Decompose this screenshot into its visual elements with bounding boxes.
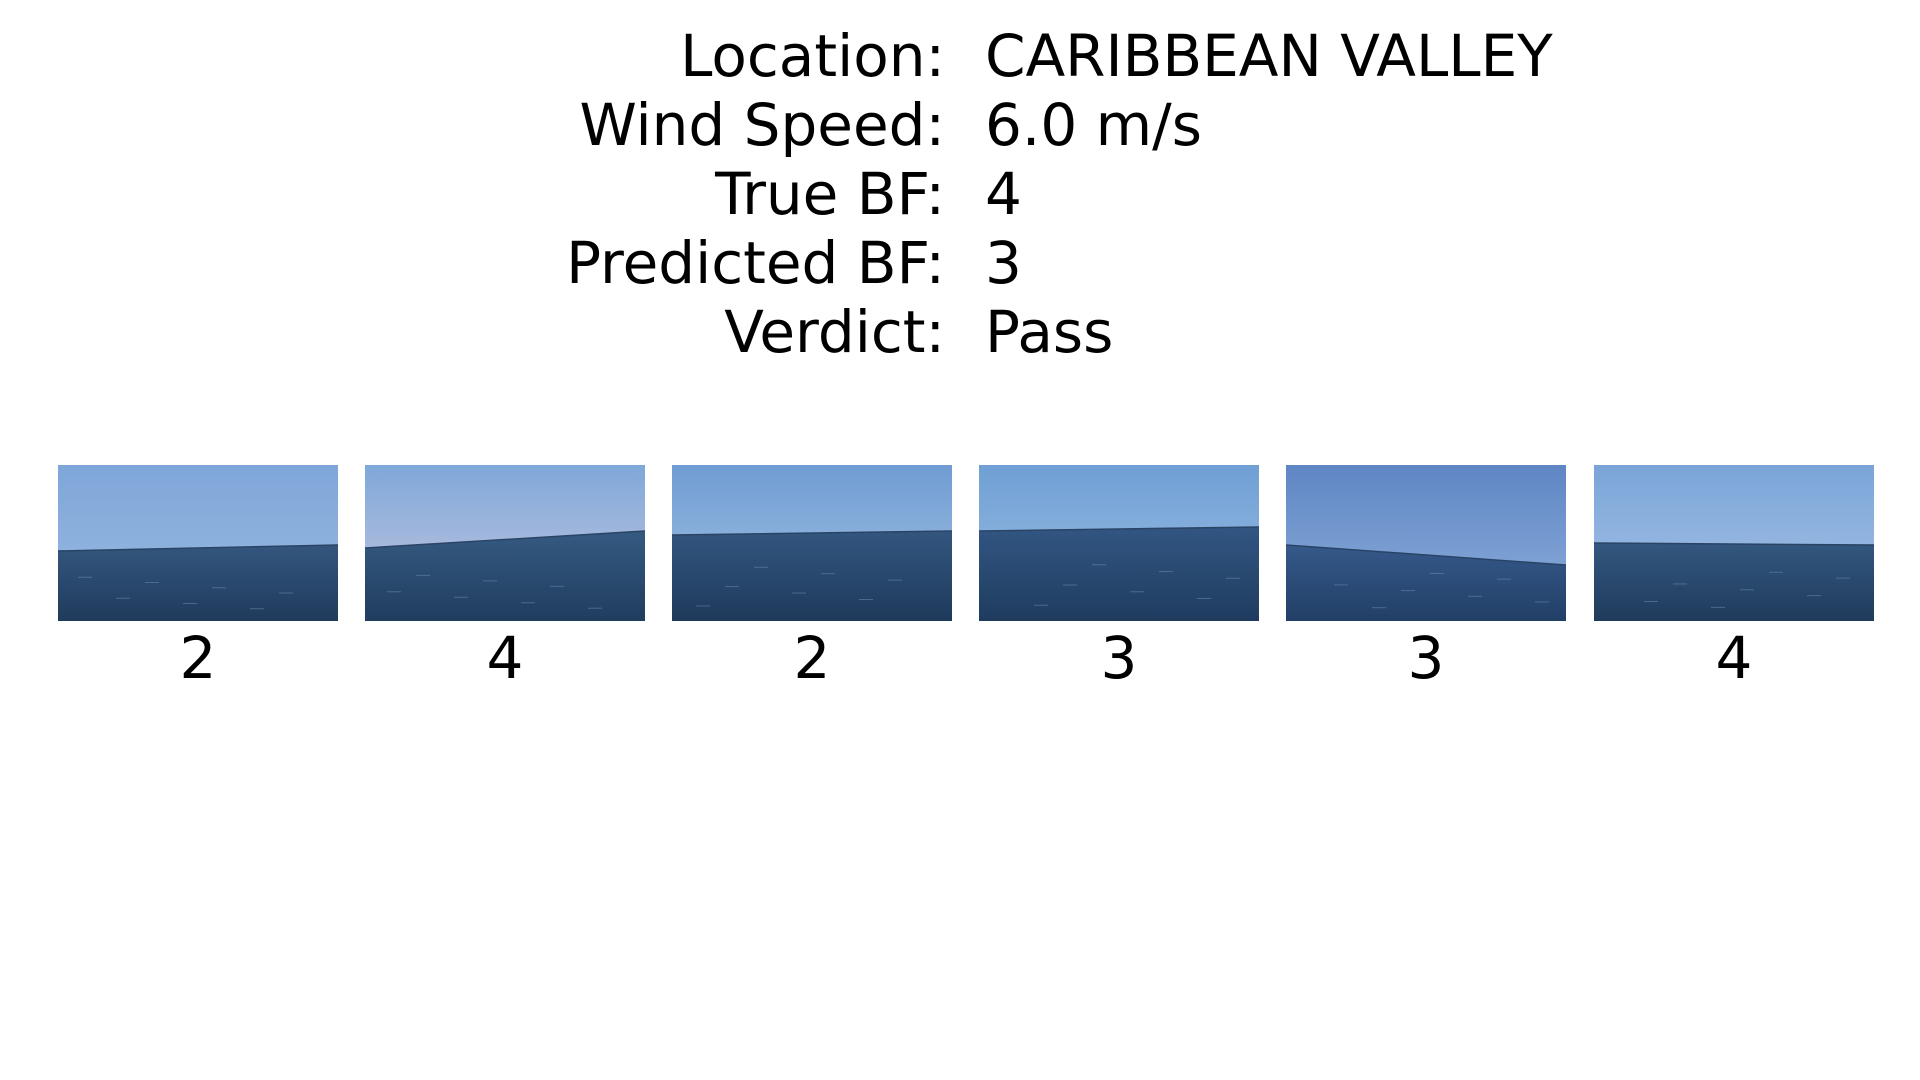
info-row-verdict: Verdict: Pass — [0, 298, 1920, 367]
water — [1594, 543, 1874, 621]
water — [979, 527, 1259, 621]
info-row-predicted-bf: Predicted BF: 3 — [0, 229, 1920, 298]
wind-speed-label: Wind Speed: — [579, 91, 945, 159]
horizon-line — [1594, 542, 1874, 546]
frame-4-label: 3 — [1100, 624, 1138, 692]
frame-6-label: 4 — [1715, 624, 1753, 692]
frame-4: 3 — [979, 465, 1259, 693]
frame-6: 4 — [1594, 465, 1874, 693]
sea-image-1 — [58, 465, 338, 621]
predicted-bf-value: 3 — [985, 229, 1022, 297]
horizon-line — [1286, 544, 1566, 566]
horizon-line — [979, 526, 1259, 532]
info-row-location: Location: CARIBBEAN VALLEY — [0, 22, 1920, 91]
predicted-bf-label: Predicted BF: — [566, 229, 945, 297]
frame-3-label: 2 — [793, 624, 831, 692]
frame-strip: 2 4 2 3 3 4 — [58, 465, 1874, 695]
sea-image-4 — [979, 465, 1259, 621]
horizon-line — [365, 530, 645, 549]
info-row-wind-speed: Wind Speed: 6.0 m/s — [0, 91, 1920, 160]
frame-5-label: 3 — [1407, 624, 1445, 692]
frame-5: 3 — [1286, 465, 1566, 693]
verdict-label: Verdict: — [724, 298, 945, 366]
water — [58, 545, 338, 621]
water — [672, 531, 952, 621]
sea-image-3 — [672, 465, 952, 621]
frame-2: 4 — [365, 465, 645, 693]
wind-speed-value: 6.0 m/s — [985, 91, 1202, 159]
info-panel: Location: CARIBBEAN VALLEY Wind Speed: 6… — [0, 22, 1920, 367]
frame-2-label: 4 — [486, 624, 524, 692]
horizon-line — [672, 530, 952, 536]
info-row-true-bf: True BF: 4 — [0, 160, 1920, 229]
true-bf-value: 4 — [985, 160, 1022, 228]
frame-1: 2 — [58, 465, 338, 693]
true-bf-label: True BF: — [715, 160, 945, 228]
water — [365, 531, 645, 621]
sea-image-2 — [365, 465, 645, 621]
location-value: CARIBBEAN VALLEY — [985, 22, 1553, 90]
verdict-value: Pass — [985, 298, 1114, 366]
frame-3: 2 — [672, 465, 952, 693]
sea-image-5 — [1286, 465, 1566, 621]
frame-1-label: 2 — [179, 624, 217, 692]
location-label: Location: — [680, 22, 945, 90]
water — [1286, 545, 1566, 621]
horizon-line — [58, 544, 338, 552]
sea-image-6 — [1594, 465, 1874, 621]
